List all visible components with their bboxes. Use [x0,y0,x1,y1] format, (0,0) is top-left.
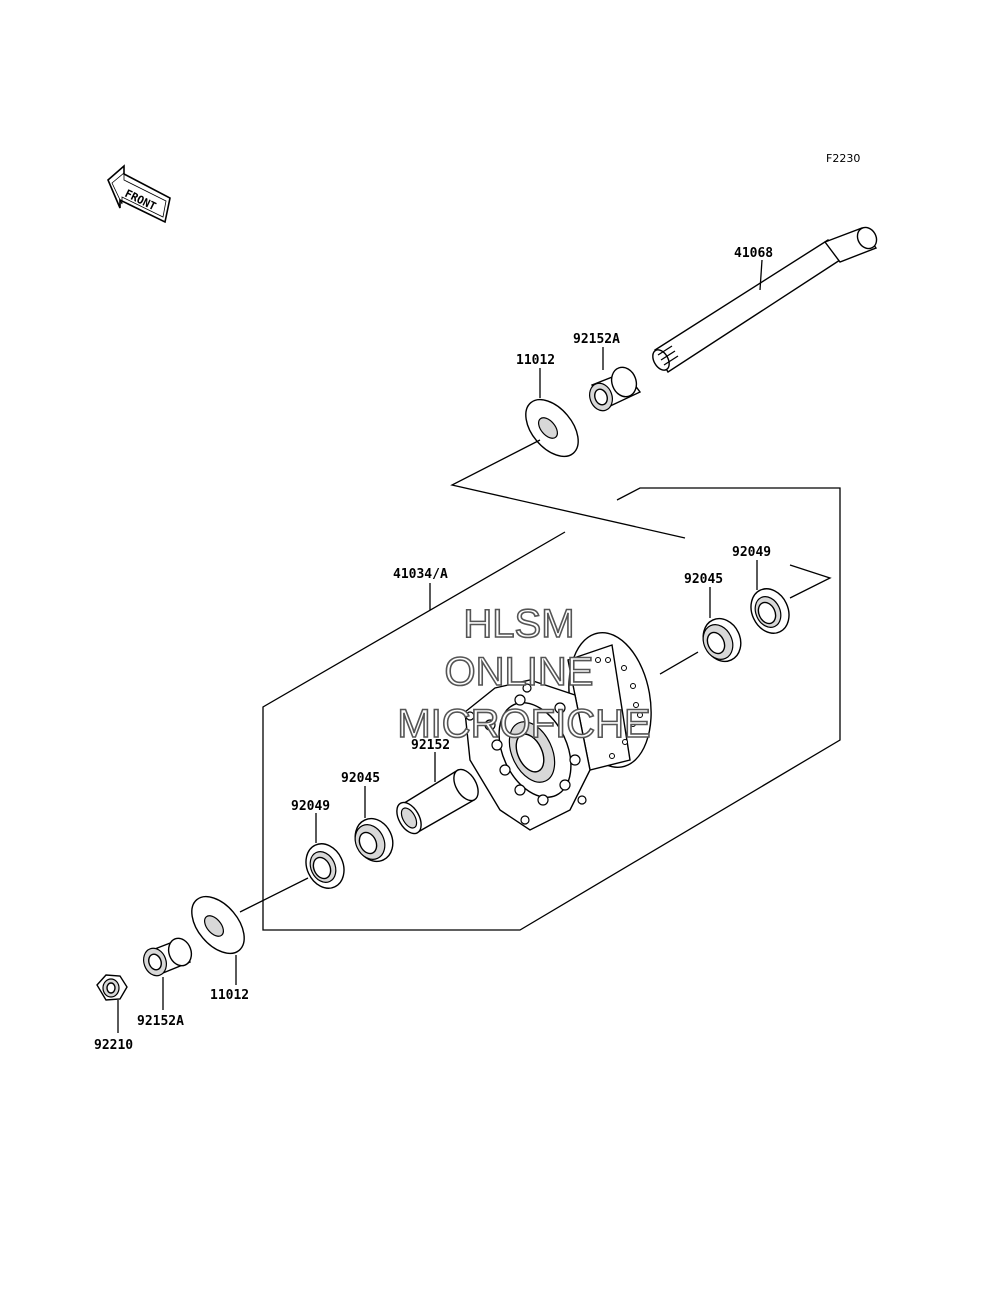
hub-41034A [464,631,652,831]
oil-seal-92049-left [305,843,345,889]
label-92045-left: 92045 [341,771,380,786]
label-92049-right: 92049 [732,545,771,560]
bearing-92045-left [354,817,394,863]
bearing-92045-right [702,617,742,663]
spacer-92152 [396,768,479,835]
axle-path-line [450,439,686,539]
watermark-line2: ONLINE [445,650,594,694]
axis-line-right [659,651,699,675]
axle-41068 [652,226,878,373]
label-92152A-top: 92152A [573,332,620,347]
bush-92152A-bottom [143,937,193,977]
label-11012-bottom: 11012 [210,988,249,1003]
nut-92210 [96,974,128,1001]
figure-code: F2230 [826,152,860,165]
hub-assembly-bracket [262,487,841,931]
bracket-92049-right [789,564,832,599]
watermark-line3: MICROFICHE [397,702,650,746]
label-11012-top: 11012 [516,353,555,368]
leader-41068 [759,259,763,291]
label-92152: 92152 [411,738,450,753]
axis-line-left [239,877,309,913]
watermark: HLSM ONLINE MICROFICHE [397,601,652,747]
bush-92152A-top [589,366,642,412]
label-92049-left: 92049 [291,799,330,814]
seal-11012-top [525,398,579,458]
oil-seal-92049-right [750,588,790,634]
label-41068: 41068 [734,246,773,261]
watermark-line1: HLSM [463,602,574,646]
front-arrow-icon: FRONT [107,164,171,224]
label-92045-right: 92045 [684,572,723,587]
label-92210: 92210 [94,1038,133,1053]
label-92152A-bottom: 92152A [137,1014,184,1029]
seal-11012-bottom [191,895,245,955]
label-41034A: 41034/A [393,567,448,582]
